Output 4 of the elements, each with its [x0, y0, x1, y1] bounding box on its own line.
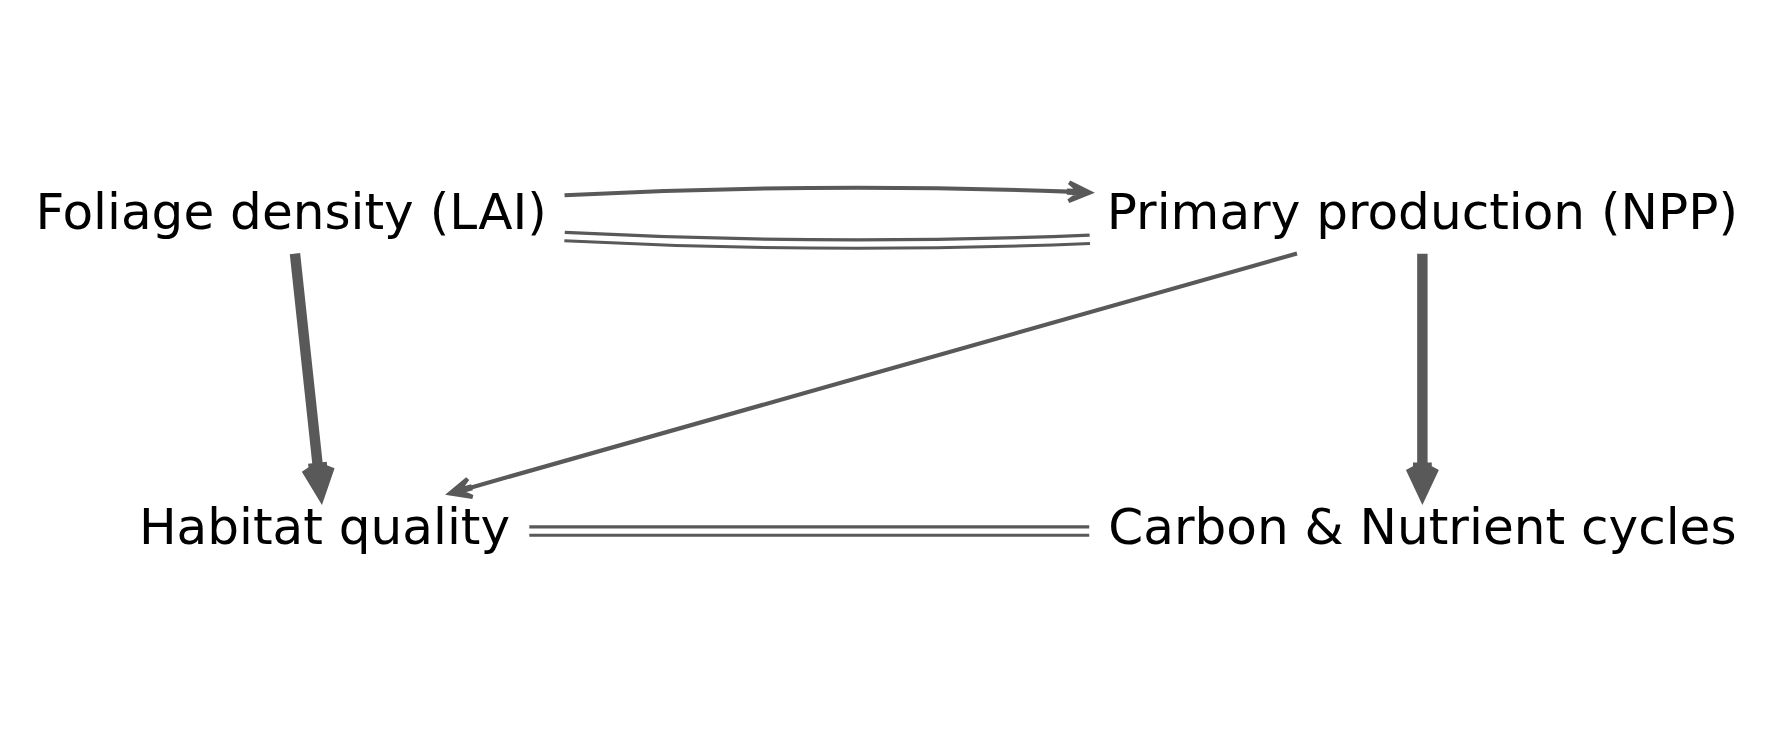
node-text: Primary production (NPP) [1106, 182, 1738, 241]
node-text: Foliage density (LAI) [35, 182, 547, 241]
node-text: Carbon & Nutrient cycles [1108, 498, 1737, 557]
node-text: Habitat quality [138, 498, 511, 557]
